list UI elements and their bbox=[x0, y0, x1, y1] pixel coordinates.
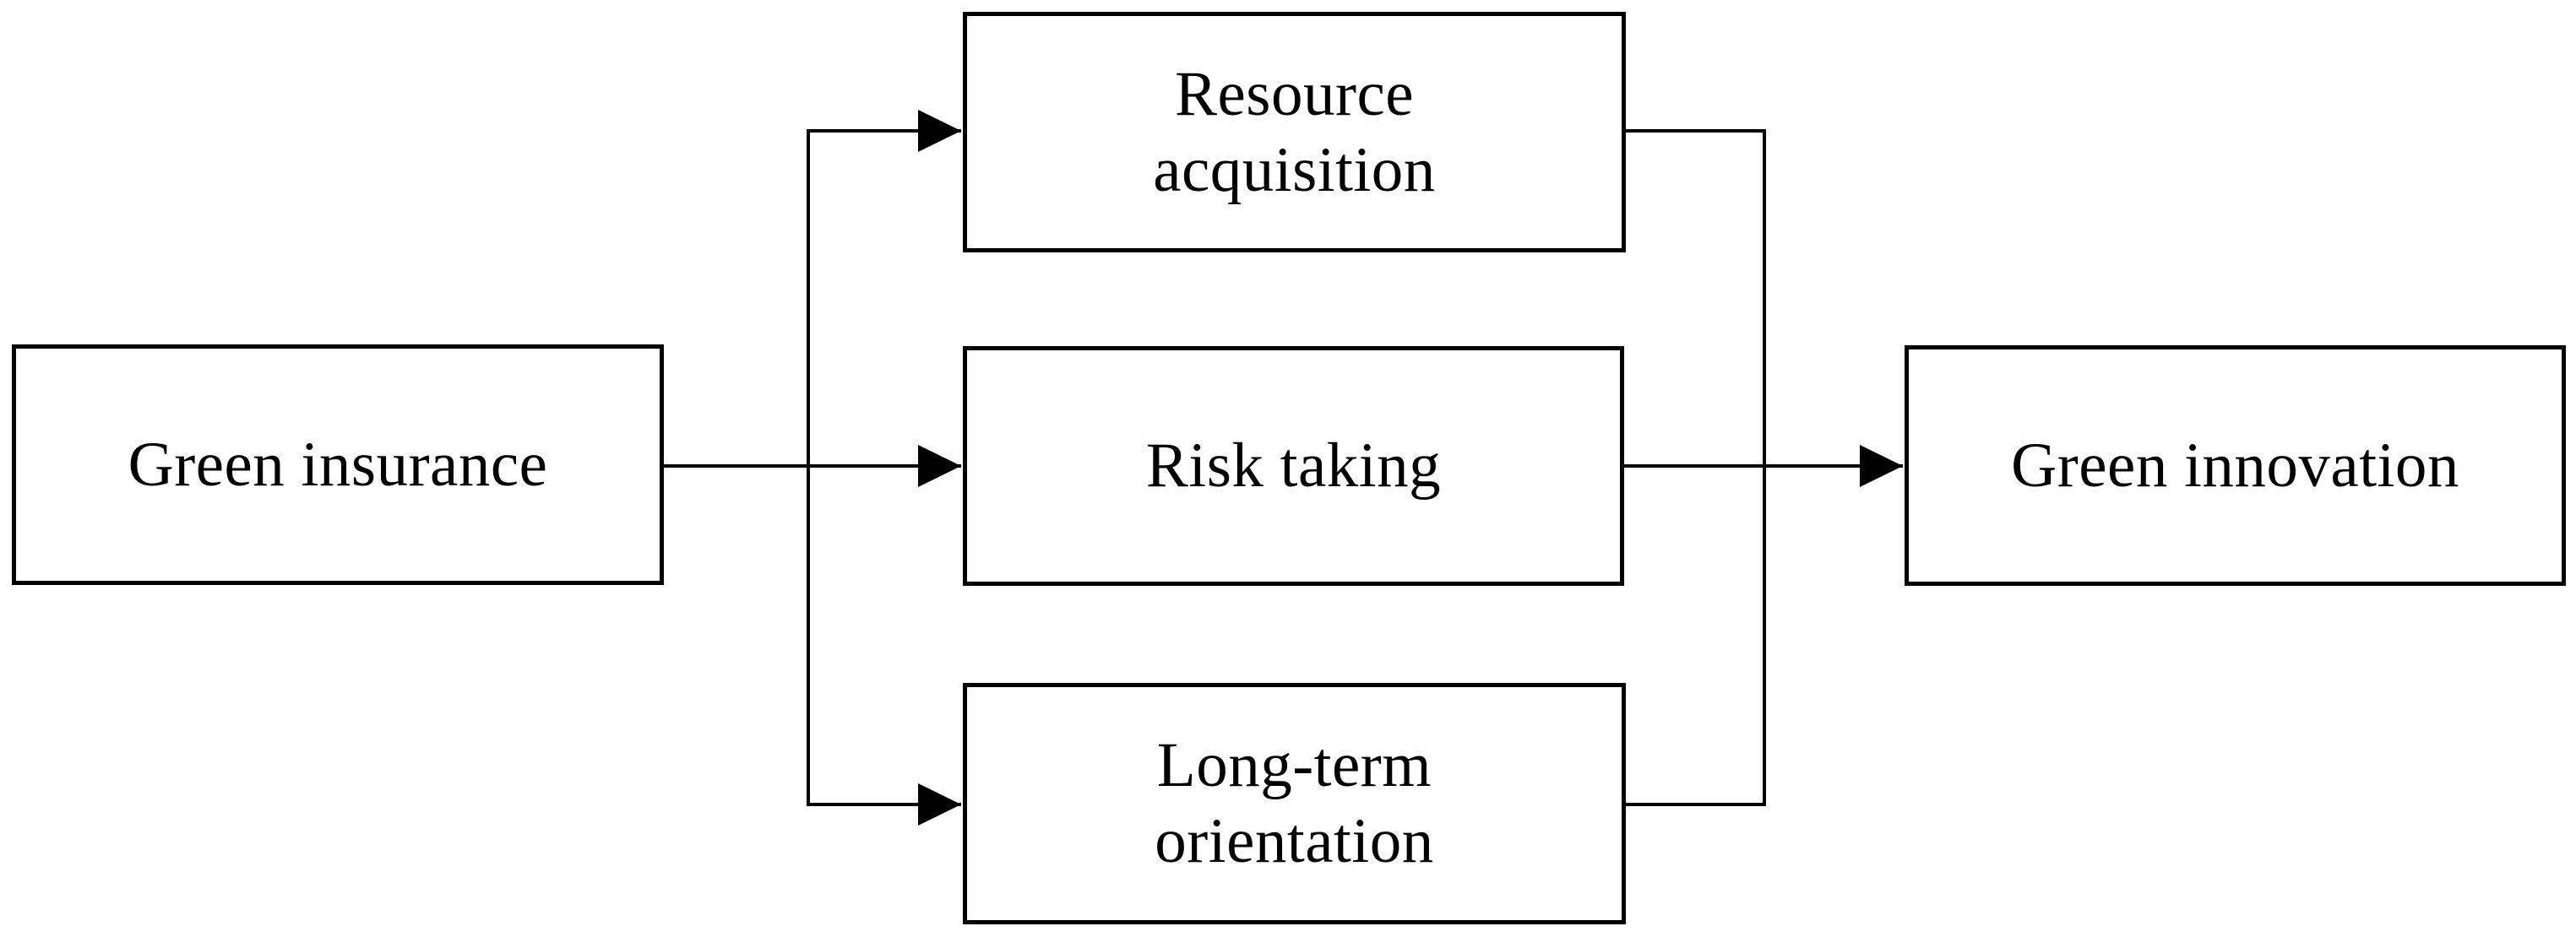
long-term-orientation-label: Long-term orientation bbox=[1155, 730, 1434, 876]
green-innovation-label: Green innovation bbox=[2011, 430, 2459, 501]
long-term-orientation-box: Long-term orientation bbox=[963, 683, 1626, 924]
green-insurance-box: Green insurance bbox=[12, 344, 664, 585]
risk-taking-label: Risk taking bbox=[1145, 431, 1442, 501]
risk-taking-box: Risk taking bbox=[963, 346, 1624, 586]
green-innovation-box: Green innovation bbox=[1905, 345, 2566, 586]
green-insurance-label: Green insurance bbox=[128, 429, 548, 500]
resource-acquisition-box: Resource acquisition bbox=[963, 12, 1626, 252]
resource-acquisition-label: Resource acquisition bbox=[1153, 58, 1436, 205]
